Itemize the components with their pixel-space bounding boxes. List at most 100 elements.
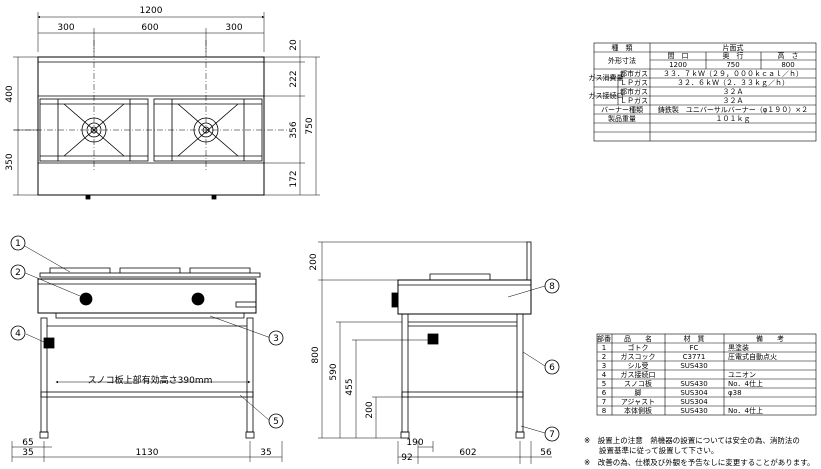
side-view xyxy=(318,241,552,464)
parts-row-6-remarks: φ38 xyxy=(728,389,742,397)
spec-col-height: 高 さ xyxy=(778,51,799,60)
spec-consumption-city: ３３．７ｋＷ（２９，０００ｋｃａｌ／ｈ） xyxy=(663,70,803,78)
callout-4: 4 xyxy=(15,329,21,339)
spec-type-value: 片面式 xyxy=(723,43,744,52)
parts-row-2-name: ガスコック xyxy=(621,352,656,361)
spec-burner-label: バーナー種類 xyxy=(601,105,643,114)
parts-row-6-no: 6 xyxy=(602,389,607,397)
parts-row-4-name: ガス接続口 xyxy=(621,370,656,379)
spec-consumption-lp: ３２．６ｋＷ（２．３３ｋｇ／ｈ） xyxy=(677,79,789,87)
callout-3: 3 xyxy=(273,334,279,344)
spec-weight-label: 製品重量 xyxy=(608,114,636,123)
note-installation-line2: 設置基準に従って設置して下さい。 xyxy=(584,445,718,455)
spec-burner-value: 鋳鉄製 ユニバーサルバーナー（φ１９０）×２ xyxy=(658,105,808,114)
parts-row-7-no: 7 xyxy=(602,398,606,406)
parts-row-6-material: SUS304 xyxy=(680,389,708,397)
spec-outer-label: 外形寸法 xyxy=(608,56,636,65)
note-installation-line1: ※ 設置上の注意 熱機器の設置については安全の為、消防法の xyxy=(584,435,800,445)
parts-table-text: 部番 品 名 材 質 備 考 1 ゴトク FC 黒塗装 2 ガスコック C377… xyxy=(597,334,784,415)
parts-row-2-material: C3771 xyxy=(683,353,706,361)
spec-type-label: 種 類 xyxy=(612,43,633,52)
parts-row-7-material: SUS304 xyxy=(680,398,708,406)
dim-356: 356 xyxy=(289,121,299,138)
dim-600: 600 xyxy=(141,23,158,33)
spec-city-gas-1: 都市ガス xyxy=(620,69,648,78)
top-view xyxy=(13,12,320,200)
spec-gas-consumption-label: ガス消費量 xyxy=(589,73,624,82)
parts-row-7-name: アジャスト xyxy=(621,398,655,406)
callout-6: 6 xyxy=(549,363,555,373)
callout-2: 2 xyxy=(15,268,21,278)
dim-1200: 1200 xyxy=(140,6,163,16)
dim-172: 172 xyxy=(289,170,299,187)
parts-row-5-name: スノコ板 xyxy=(624,379,652,388)
parts-row-8-name: 本体側板 xyxy=(624,406,652,415)
spec-col-width: 間 口 xyxy=(668,52,689,60)
parts-row-4-no: 4 xyxy=(602,371,607,379)
parts-header-no: 部番 xyxy=(597,334,611,343)
callout-7: 7 xyxy=(549,430,555,440)
dim-35-right: 35 xyxy=(260,448,271,458)
spec-lp-gas-1: ＬＰガス xyxy=(620,78,648,87)
dim-side-56: 56 xyxy=(540,448,552,458)
dim-300-left: 300 xyxy=(57,23,74,33)
parts-row-2-remarks: 圧電式自動点火 xyxy=(728,352,777,361)
spec-val-height: 800 xyxy=(781,61,794,69)
parts-row-3-no: 3 xyxy=(602,362,606,370)
parts-header-name: 品 名 xyxy=(624,334,652,343)
front-view xyxy=(11,244,283,462)
shelf-clearance-note: スノコ板上部有効高さ390mm xyxy=(88,374,213,386)
dim-750: 750 xyxy=(305,117,315,134)
dim-side-590: 590 xyxy=(329,363,339,380)
dim-side-455: 455 xyxy=(345,378,355,395)
parts-row-8-material: SUS430 xyxy=(680,407,707,415)
parts-row-3-name: シル受 xyxy=(628,361,649,370)
dim-side-602: 602 xyxy=(459,448,476,458)
spec-table xyxy=(593,42,817,142)
parts-row-6-name: 脚 xyxy=(635,388,642,397)
parts-row-1-remarks: 黒塗装 xyxy=(728,343,749,352)
spec-city-gas-2: 都市ガス xyxy=(620,87,648,96)
spec-connection-label: ガス接続口 xyxy=(589,91,624,100)
dim-35-left: 35 xyxy=(22,448,33,458)
spec-lp-gas-2: ＬＰガス xyxy=(620,96,648,105)
dim-222: 222 xyxy=(289,70,299,87)
dim-65: 65 xyxy=(22,438,33,448)
dim-side-800: 800 xyxy=(311,346,321,363)
spec-connection-lp: ３２Ａ xyxy=(723,97,744,105)
dim-side-92: 92 xyxy=(401,453,412,463)
dim-side-200-low: 200 xyxy=(365,401,375,418)
parts-row-1-material: FC xyxy=(690,344,699,352)
parts-row-5-no: 5 xyxy=(602,380,606,388)
spec-val-depth: 750 xyxy=(726,61,739,69)
callout-5: 5 xyxy=(273,417,279,427)
dim-1130: 1130 xyxy=(136,448,159,458)
parts-header-remarks: 備 考 xyxy=(756,334,784,343)
dim-side-190: 190 xyxy=(406,438,423,448)
parts-row-3-material: SUS430 xyxy=(680,362,707,370)
parts-row-4-remarks: ユニオン xyxy=(728,371,756,379)
parts-table xyxy=(596,333,817,416)
parts-row-8-remarks: No．4仕上 xyxy=(728,406,763,415)
parts-row-2-no: 2 xyxy=(602,353,606,361)
callout-1: 1 xyxy=(15,239,21,249)
dim-20: 20 xyxy=(289,39,299,51)
parts-row-5-material: SUS430 xyxy=(680,380,707,388)
note-spec-change: ※ 改善の為、仕様及び外観を予告なしに変更することがあります。 xyxy=(584,457,815,467)
spec-col-depth: 奥 行 xyxy=(723,51,744,60)
dim-400: 400 xyxy=(5,85,15,102)
spec-weight-value: １０１ｋｇ xyxy=(716,115,751,123)
callouts xyxy=(10,235,560,442)
dim-300-right: 300 xyxy=(225,23,242,33)
spec-val-width: 1200 xyxy=(669,61,687,69)
parts-header-material: 材 質 xyxy=(684,334,705,343)
parts-row-5-remarks: No．4仕上 xyxy=(728,379,763,388)
parts-row-8-no: 8 xyxy=(602,407,606,415)
parts-row-1-name: ゴトク xyxy=(628,343,649,352)
spec-connection-city: ３２Ａ xyxy=(723,88,744,96)
parts-row-1-no: 1 xyxy=(602,344,606,352)
dim-350: 350 xyxy=(5,153,15,170)
callout-8: 8 xyxy=(549,282,555,292)
dim-side-200: 200 xyxy=(309,253,319,270)
